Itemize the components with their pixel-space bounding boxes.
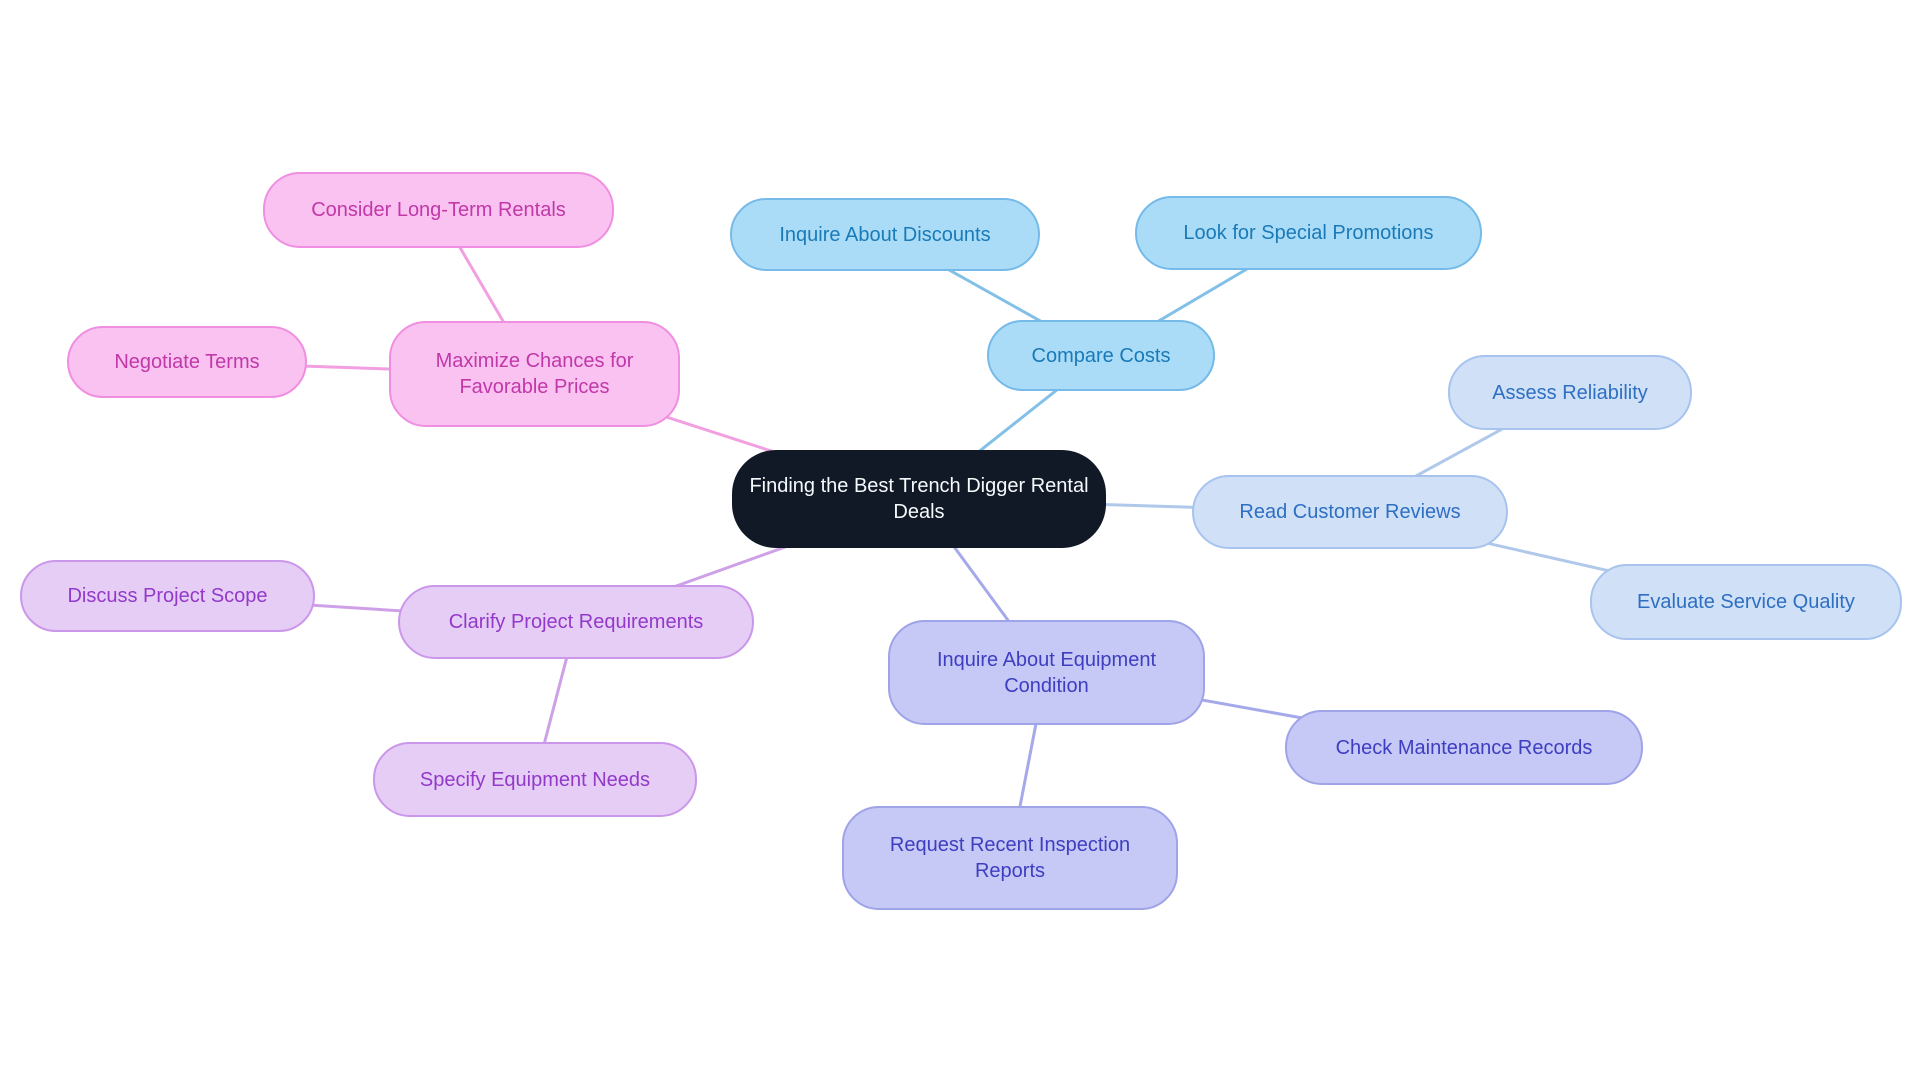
node-compare-costs[interactable]: Compare Costs — [987, 320, 1215, 391]
node-inquire-equipment-condition[interactable]: Inquire About Equipment Condition — [888, 620, 1205, 725]
node-consider-long-term-rentals[interactable]: Consider Long-Term Rentals — [263, 172, 614, 248]
node-clarify-project-requirements[interactable]: Clarify Project Requirements — [398, 585, 754, 659]
node-inquire-about-discounts[interactable]: Inquire About Discounts — [730, 198, 1040, 271]
node-check-maintenance-records[interactable]: Check Maintenance Records — [1285, 710, 1643, 785]
node-look-for-special-promotions[interactable]: Look for Special Promotions — [1135, 196, 1482, 270]
node-specify-equipment-needs[interactable]: Specify Equipment Needs — [373, 742, 697, 817]
node-maximize-favorable-prices[interactable]: Maximize Chances for Favorable Prices — [389, 321, 680, 427]
node-discuss-project-scope[interactable]: Discuss Project Scope — [20, 560, 315, 632]
node-evaluate-service-quality[interactable]: Evaluate Service Quality — [1590, 564, 1902, 640]
node-central-topic[interactable]: Finding the Best Trench Digger Rental De… — [732, 450, 1106, 548]
node-assess-reliability[interactable]: Assess Reliability — [1448, 355, 1692, 430]
node-negotiate-terms[interactable]: Negotiate Terms — [67, 326, 307, 398]
node-request-inspection-reports[interactable]: Request Recent Inspection Reports — [842, 806, 1178, 910]
node-read-customer-reviews[interactable]: Read Customer Reviews — [1192, 475, 1508, 549]
